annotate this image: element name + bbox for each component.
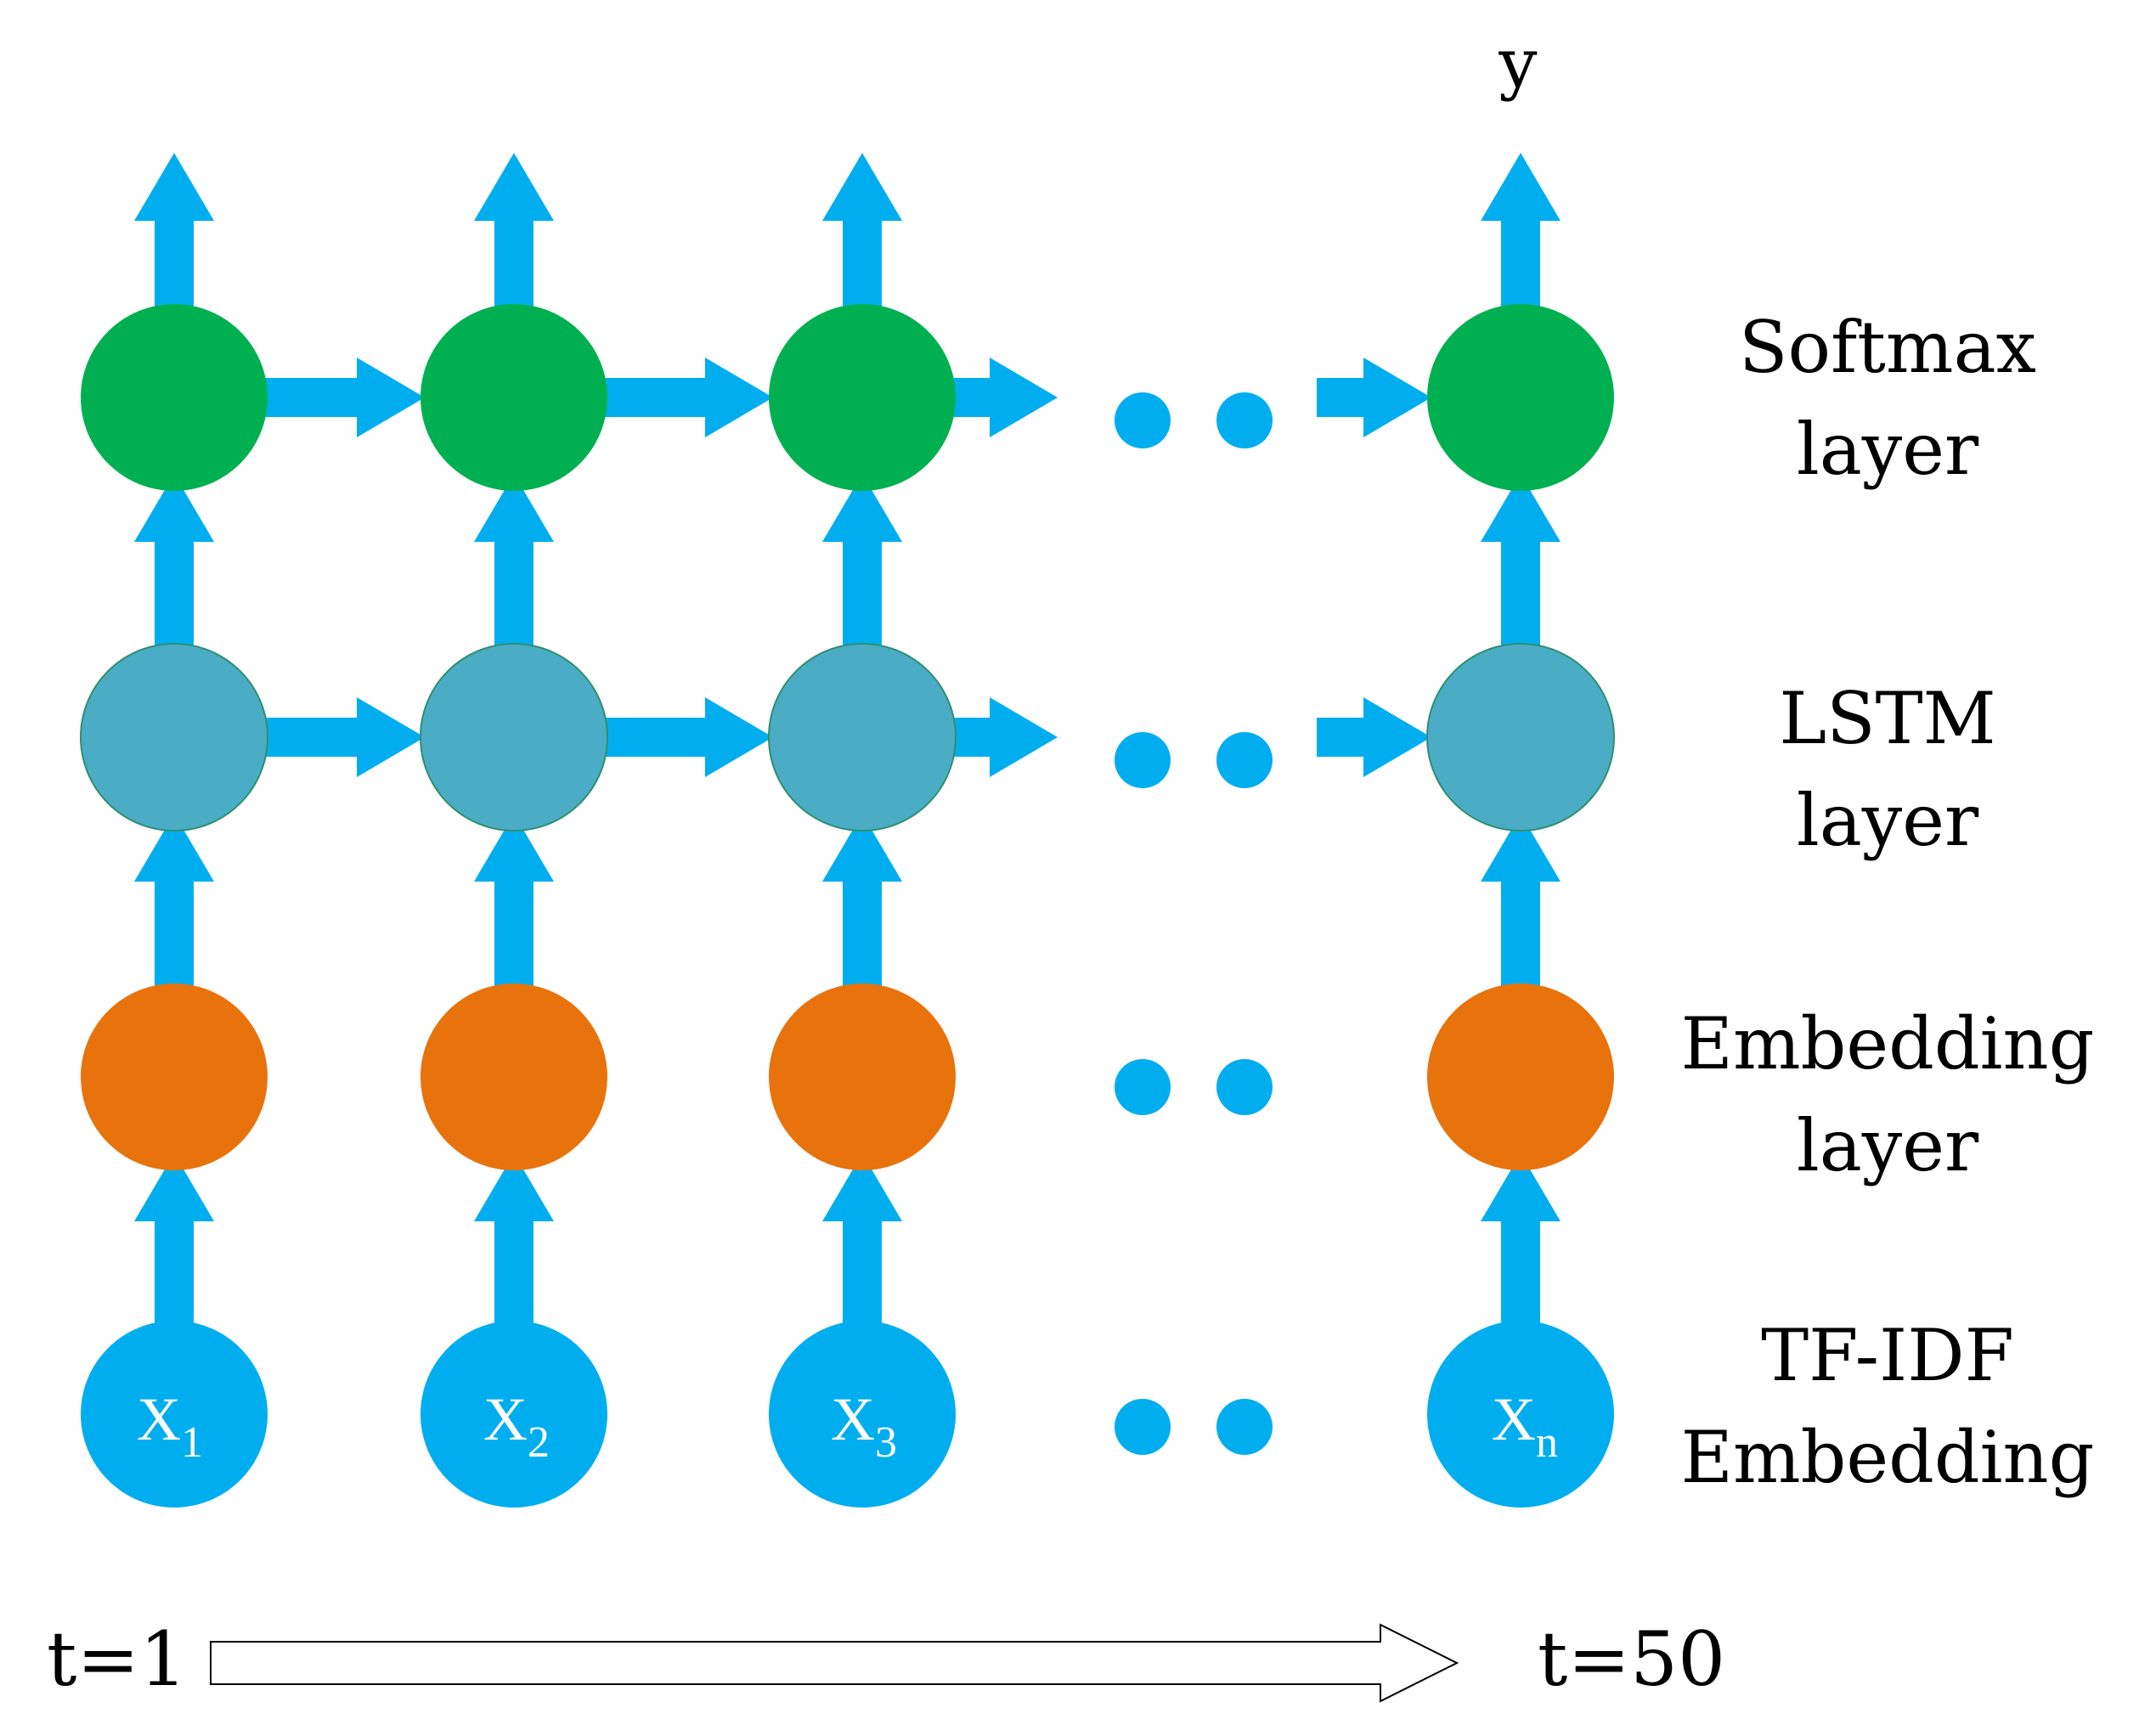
softmax-recurrent-arrow-1-2 <box>263 358 425 437</box>
output-arrow-1 <box>134 153 214 313</box>
lstm-layer-label-line1: LSTM <box>1779 677 1995 760</box>
lstm-to-softmax-arrow-n <box>1481 474 1561 652</box>
input-label-2: X2 <box>483 1385 550 1467</box>
embedding-node-1 <box>81 984 268 1170</box>
ellipsis-dot-row4-a <box>1115 1399 1171 1455</box>
embedding-node-2 <box>420 984 607 1170</box>
softmax-recurrent-arrow-3-out <box>951 358 1058 437</box>
ellipsis-dot-row2-b <box>1216 732 1273 788</box>
input-to-embedding-arrow-1 <box>134 1153 214 1329</box>
timeline-arrow <box>210 1623 1459 1703</box>
input-to-embedding-arrow-n <box>1481 1153 1561 1329</box>
input-label-n: Xn <box>1492 1385 1558 1467</box>
lstm-node-3 <box>768 643 957 831</box>
lstm-recurrent-arrow-2-3 <box>603 697 773 777</box>
embedding-to-lstm-arrow-1 <box>134 814 214 992</box>
lstm-to-softmax-arrow-3 <box>822 474 902 652</box>
softmax-node-3 <box>769 304 956 491</box>
lstm-recurrent-arrow-1-2 <box>263 697 425 777</box>
embedding-node-3 <box>769 984 956 1170</box>
ellipsis-dot-row1-b <box>1216 392 1273 448</box>
ellipsis-dot-row2-a <box>1115 732 1171 788</box>
input-to-embedding-arrow-2 <box>474 1153 554 1329</box>
embedding-to-lstm-arrow-2 <box>474 814 554 992</box>
input-node-n <box>1427 1321 1614 1508</box>
input-to-embedding-arrow-3 <box>822 1153 902 1329</box>
input-label-3: X3 <box>831 1385 897 1467</box>
timeline-end-label: t=50 <box>1538 1615 1725 1703</box>
tfidf-label-line2: Embedding <box>1681 1416 2095 1499</box>
lstm-layer-label-line2: layer <box>1797 779 1979 862</box>
output-arrow-n <box>1481 153 1561 313</box>
tfidf-label-line1: TF-IDF <box>1761 1314 2014 1397</box>
softmax-layer-label-line2: layer <box>1797 408 1979 491</box>
lstm-to-softmax-arrow-2 <box>474 474 554 652</box>
input-label-1: X1 <box>137 1385 203 1467</box>
ellipsis-dot-row3-a <box>1115 1059 1171 1115</box>
ellipsis-group <box>1115 392 1273 1455</box>
lstm-to-softmax-arrow-1 <box>134 474 214 652</box>
embedding-node-n <box>1427 984 1614 1170</box>
arrows-group <box>134 153 1561 1329</box>
lstm-node-1 <box>80 643 268 831</box>
ellipsis-dot-row4-b <box>1216 1399 1273 1455</box>
output-arrow-2 <box>474 153 554 313</box>
softmax-node-n <box>1427 304 1614 491</box>
embedding-layer-label-line1: Embedding <box>1681 1002 2095 1085</box>
softmax-recurrent-arrow-2-3 <box>603 358 773 437</box>
lstm-recurrent-arrow-3-out <box>951 697 1058 777</box>
input-node-3 <box>769 1321 956 1508</box>
lstm-node-2 <box>420 643 608 831</box>
lstm-recurrent-arrow-in-n <box>1317 697 1431 777</box>
lstm-node-n <box>1426 643 1615 831</box>
softmax-layer-label-line1: Softmax <box>1739 306 2036 389</box>
softmax-node-1 <box>81 304 268 491</box>
softmax-recurrent-arrow-in-n <box>1317 358 1431 437</box>
timeline-start-label: t=1 <box>47 1615 187 1703</box>
embedding-layer-label-line2: layer <box>1797 1104 1979 1187</box>
embedding-to-lstm-arrow-3 <box>822 814 902 992</box>
softmax-node-2 <box>420 304 607 491</box>
embedding-to-lstm-arrow-n <box>1481 814 1561 992</box>
nodes-group <box>80 304 1615 1508</box>
input-node-2 <box>420 1321 607 1508</box>
output-arrow-3 <box>822 153 902 313</box>
input-node-1 <box>81 1321 268 1508</box>
output-label: y <box>1498 24 1537 103</box>
ellipsis-dot-row3-b <box>1216 1059 1273 1115</box>
ellipsis-dot-row1-a <box>1115 392 1171 448</box>
